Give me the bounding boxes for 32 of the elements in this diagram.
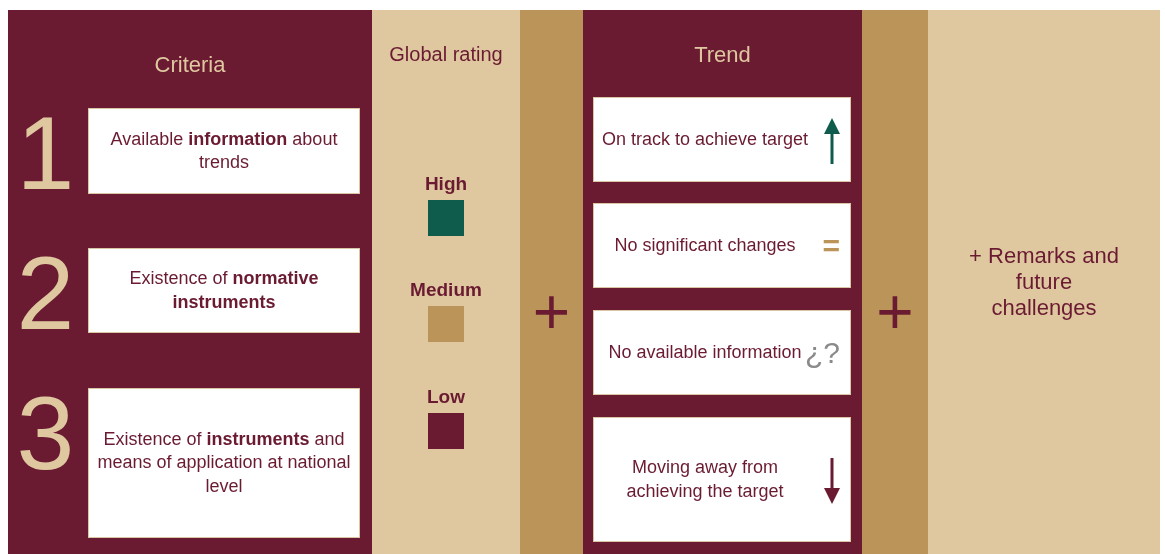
criterion-number: 2: [15, 238, 76, 348]
trend-text: No available information: [607, 340, 803, 364]
column-panel: [928, 10, 1160, 554]
criterion-card: [88, 388, 360, 538]
criterion-card: [593, 310, 851, 395]
column-panel: [8, 10, 372, 554]
rating-label: Medium: [409, 279, 483, 301]
trend-text: Moving away from achieving the target: [625, 456, 785, 503]
trend-symbol: =: [822, 228, 840, 264]
column-heading: Criteria: [153, 52, 227, 78]
rating-label: High: [423, 173, 469, 195]
remarks-text: + Remarks and future challenges: [968, 243, 1120, 321]
trend-text: No significant changes: [613, 233, 797, 257]
trend-symbol: ¿?: [805, 335, 840, 371]
criterion-card: [88, 248, 360, 333]
criterion-card: [593, 97, 851, 182]
criterion-card: [88, 108, 360, 194]
column-panel: [372, 10, 520, 554]
criterion-number: 3: [15, 378, 76, 488]
plus-sign: +: [531, 280, 572, 344]
plus-sign: +: [875, 280, 915, 344]
criterion-card: [593, 417, 851, 542]
rating-label: Low: [426, 386, 466, 408]
criterion-text: Existence of normative instruments: [128, 267, 320, 314]
column-panel: [583, 10, 862, 554]
trend-text: On track to achieve target: [600, 127, 810, 151]
column-heading: Trend: [693, 42, 752, 68]
criterion-number: 1: [15, 98, 76, 208]
criterion-text: Existence of instruments and means of application at national level: [96, 427, 352, 498]
criterion-text: Available information about trends: [109, 127, 339, 174]
column-heading: Global rating: [388, 42, 504, 66]
criterion-card: [593, 203, 851, 288]
